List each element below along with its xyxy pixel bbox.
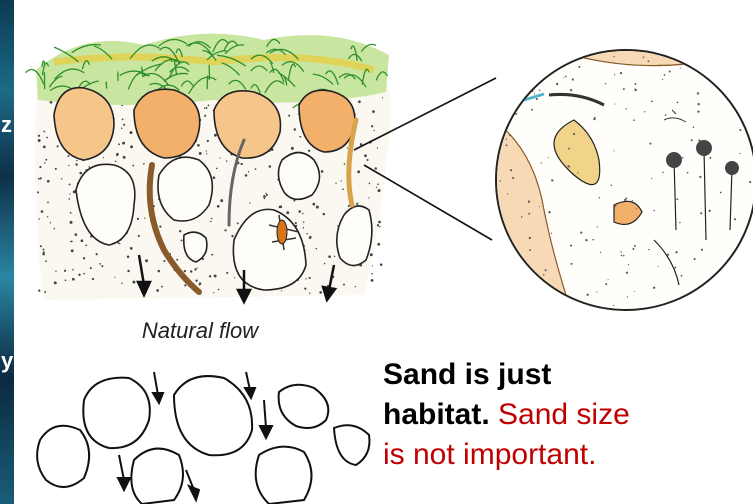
magnified-view — [494, 40, 753, 320]
habitat-message: Sand is just habitat. Sand size is not i… — [383, 355, 753, 475]
natural-flow-stones — [37, 376, 369, 504]
message-bold-1: Sand is just — [383, 358, 551, 391]
left-decor-strip: z y — [0, 0, 14, 504]
natural-flow-label: Natural flow — [120, 318, 280, 344]
message-line-2: habitat. Sand size — [383, 395, 753, 435]
message-red-2: is not important. — [383, 438, 596, 471]
strip-letter-top: z — [1, 112, 12, 138]
message-line-3: is not important. — [383, 435, 753, 475]
strip-letter-bottom: y — [1, 348, 13, 374]
message-red-1: Sand size — [498, 398, 630, 431]
message-bold-2: habitat. — [383, 398, 490, 431]
message-line-1: Sand is just — [383, 355, 753, 395]
